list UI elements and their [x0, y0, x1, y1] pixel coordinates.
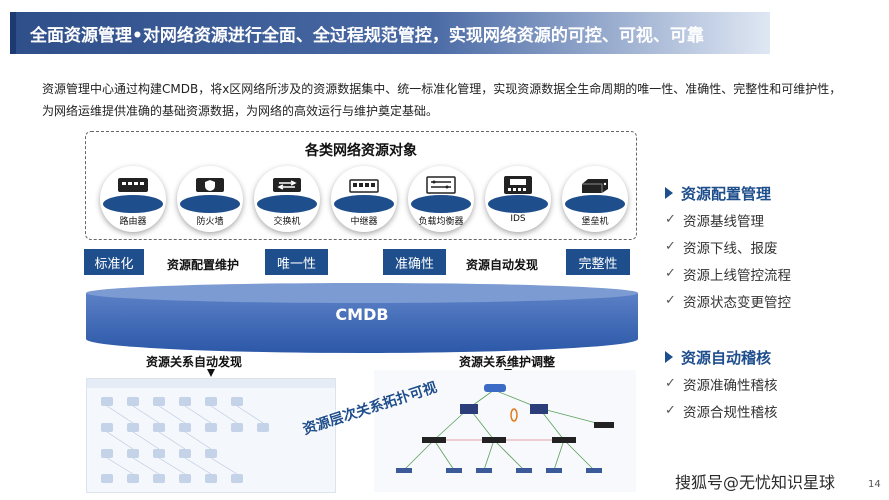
check-icon: ✓ [665, 293, 676, 308]
check-icon: ✓ [665, 239, 676, 254]
object-label: 堡垒机 [581, 217, 609, 227]
object-switch: 交换机 [254, 166, 320, 232]
label-relation-discovery: 资源关系自动发现 [146, 355, 243, 369]
label-auto-discovery: 资源自动发现 [466, 258, 539, 272]
object-label: 交换机 [273, 217, 301, 227]
object-bastion-host: 堡垒机 [562, 166, 628, 232]
section-auto-audit: 资源自动稽核 [665, 344, 885, 370]
object-repeater: 中继器 [331, 166, 397, 232]
resource-objects-panel: 各类网络资源对象 路由器 防火墙 交换机 中继器 负载均衡器 IDS 堡垒机 [85, 131, 637, 240]
object-router: 路由器 [100, 166, 166, 232]
slide-title: 全面资源管理•对网络资源进行全面、全过程规范管控，实现网络资源的可控、可视、可靠 [30, 25, 704, 46]
tag-accuracy: 准确性 [383, 249, 446, 275]
bastion-host-icon [582, 179, 608, 193]
section-title: 资源配置管理 [681, 184, 772, 203]
list-item: ✓资源准确性稽核 [665, 376, 778, 394]
check-icon: ✓ [665, 403, 676, 418]
triangle-bullet-icon [665, 351, 673, 363]
topology-screenshot-left [86, 378, 336, 493]
section-title: 资源自动稽核 [681, 348, 772, 367]
object-load-balancer: 负载均衡器 [408, 166, 474, 232]
list-item: ✓资源状态变更管控 [665, 293, 791, 311]
list-item: ✓资源基线管理 [665, 212, 764, 230]
topology-screenshot-right [374, 370, 636, 492]
section-config-management: 资源配置管理 [665, 180, 885, 206]
load-balancer-icon [426, 176, 456, 194]
object-ids: IDS [485, 166, 551, 232]
object-label: 路由器 [119, 217, 147, 227]
list-item: ✓资源上线管控流程 [665, 266, 791, 284]
check-icon: ✓ [665, 376, 676, 391]
page-number: 14 [868, 479, 881, 490]
triangle-bullet-icon [665, 187, 673, 199]
object-label: 负载均衡器 [418, 217, 464, 227]
list-item: ✓资源合规性稽核 [665, 403, 778, 421]
cmdb-label: CMDB [335, 305, 389, 324]
tag-standardization: 标准化 [84, 249, 144, 275]
label-config-maintenance: 资源配置维护 [167, 258, 240, 272]
cmdb-cylinder [86, 283, 638, 353]
arrow-down-icon [207, 369, 215, 377]
check-icon: ✓ [665, 266, 676, 281]
object-label: 中继器 [350, 217, 378, 227]
list-item: ✓资源下线、报废 [665, 239, 778, 257]
tag-uniqueness: 唯一性 [265, 249, 328, 275]
right-panel: 资源配置管理 ✓资源基线管理 ✓资源下线、报废 ✓资源上线管控流程 ✓资源状态变… [665, 180, 885, 424]
check-icon: ✓ [665, 212, 676, 227]
router-icon [118, 178, 148, 192]
object-firewall: 防火墙 [177, 166, 243, 232]
watermark: 搜狐号@无忧知识星球 [675, 473, 836, 492]
object-label: 防火墙 [196, 217, 224, 227]
ids-icon [504, 176, 532, 194]
switch-icon [273, 178, 301, 192]
title-bar: 全面资源管理•对网络资源进行全面、全过程规范管控，实现网络资源的可控、可视、可靠 [10, 12, 770, 54]
label-relation-maintenance: 资源关系维护调整 [459, 355, 556, 369]
objects-title: 各类网络资源对象 [305, 143, 417, 159]
repeater-icon [349, 179, 379, 193]
intro-paragraph: 资源管理中心通过构建CMDB，将x区网络所涉及的资源数据集中、统一标准化管理，实… [42, 82, 842, 118]
tag-completeness: 完整性 [566, 249, 630, 275]
firewall-icon [196, 178, 224, 192]
object-label: IDS [510, 214, 526, 224]
